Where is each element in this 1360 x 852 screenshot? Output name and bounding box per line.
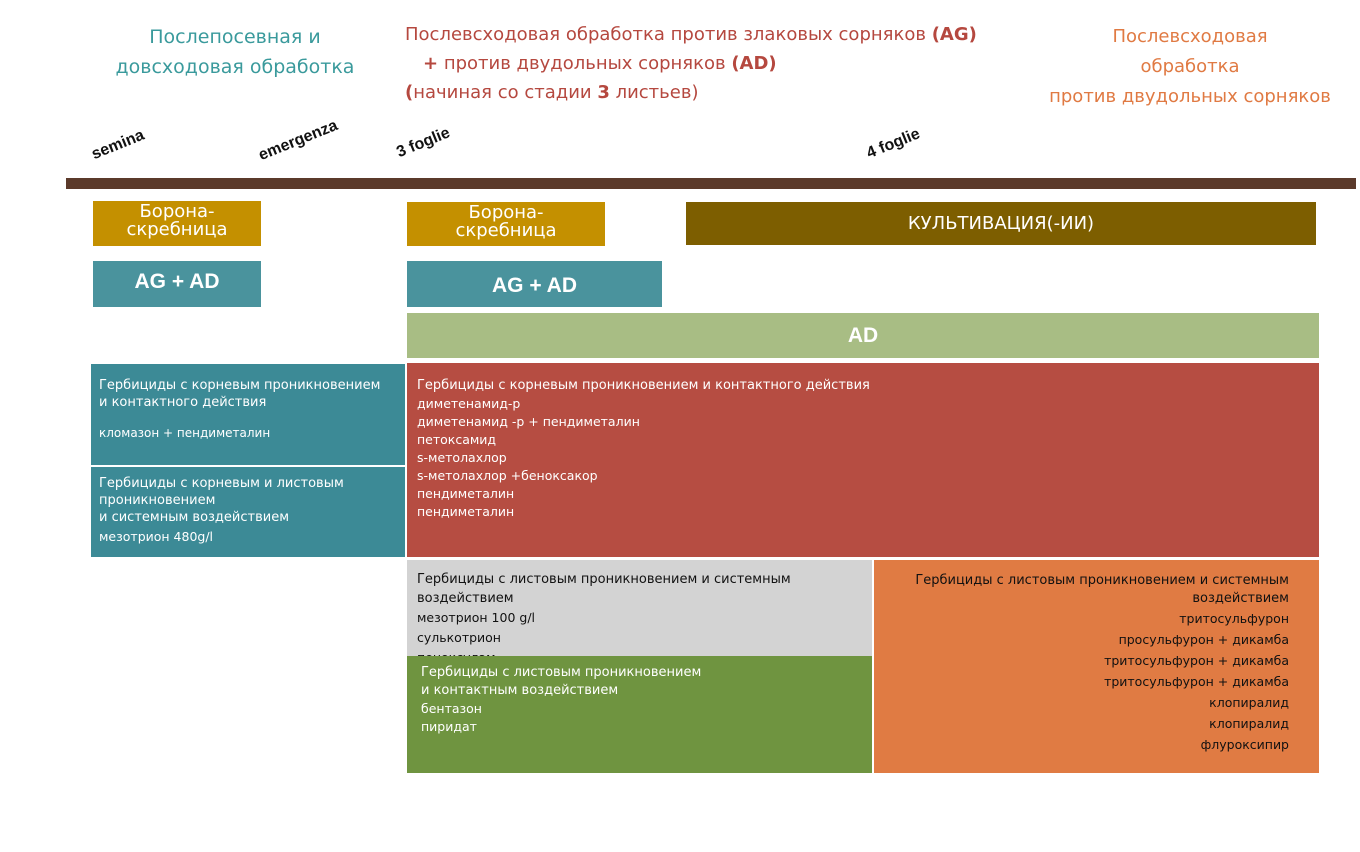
herbicide-item: клопиралид — [1209, 695, 1289, 710]
box-title: Гербициды с корневым проникновением и ко… — [417, 378, 870, 393]
box-title: проникновением — [99, 493, 216, 508]
header-mid-three: 3 — [597, 82, 610, 103]
header-mid-text: против двудольных сорняков — [438, 53, 732, 74]
harrow-block-pre: Борона- скребница — [93, 201, 261, 246]
herbicide-item: мезотрион 100 g/l — [417, 610, 535, 625]
herbicide-list: тритосульфурон просульфурон + дикамба тр… — [894, 608, 1289, 755]
header-post-emergence-ag-ad: Послевсходовая обработка против злаковых… — [405, 20, 1025, 107]
box-title: Гербициды с листовым проникновением и си… — [915, 573, 1289, 588]
header-right-line: Послевсходовая — [1112, 26, 1268, 47]
header-mid-ag: (AG) — [931, 24, 977, 45]
header-pre-emergence: Послепосевная и довсходовая обработка — [95, 22, 375, 82]
herbicide-list: диметенамид-p диметенамид -p + пендимета… — [417, 395, 1309, 521]
box-title: воздействием — [1192, 591, 1289, 606]
herbicide-item: бентазон — [421, 701, 482, 716]
herbicide-item: тритосульфурон + дикамба — [1104, 653, 1289, 668]
herbicide-box-leaf-systemic-late: Гербициды с листовым проникновением и си… — [874, 560, 1319, 773]
stage-label-3-foglie: 3 foglie — [394, 124, 453, 162]
ag-ad-block-pre: AG + AD — [93, 261, 261, 307]
stage-label-emergenza: emergenza — [256, 116, 341, 165]
header-right-line: обработка — [1140, 56, 1240, 77]
herbicide-box-leaf-systemic-mid: Гербициды с листовым проникновением и си… — [407, 560, 872, 665]
herbicide-list: бентазон пиридат — [421, 700, 858, 736]
herbicide-item: тритосульфурон + дикамба — [1104, 674, 1289, 689]
header-mid-ad: (AD) — [731, 53, 777, 74]
herbicide-box-leaf-contact: Гербициды с листовым проникновением и ко… — [407, 656, 872, 773]
herbicide-item: просульфурон + дикамба — [1118, 632, 1289, 647]
herbicide-item: клопиралид — [1209, 716, 1289, 731]
header-mid-paren: ( — [405, 82, 414, 103]
box-title: и контактным воздействием — [421, 683, 619, 698]
herbicide-list: мезотрион 480g/l — [99, 528, 397, 545]
box-title: и контактного действия — [99, 395, 267, 410]
herbicide-list: кломазон + пендиметалин — [99, 425, 397, 442]
herbicide-item: кломазон + пендиметалин — [99, 426, 271, 440]
herbicide-item: флуроксипир — [1200, 737, 1289, 752]
header-mid-text: листьев) — [609, 82, 699, 103]
header-mid-text: начиная со стадии — [413, 82, 598, 103]
herbicide-item: диметенамид -p + пендиметалин — [417, 414, 640, 429]
box-title: и системным воздействием — [99, 510, 290, 525]
herbicide-item: диметенамид-p — [417, 396, 521, 411]
cultivation-block: КУЛЬТИВАЦИЯ(-ИИ) — [686, 202, 1316, 245]
herbicide-box-root-contact-post: Гербициды с корневым проникновением и ко… — [407, 363, 1319, 557]
ad-block: AD — [407, 313, 1319, 358]
herbicide-item: сулькотрион — [417, 630, 501, 645]
herbicide-box-root-leaf-systemic: Гербициды с корневым и листовым проникно… — [91, 467, 405, 557]
box-title: Гербициды с корневым проникновением — [99, 378, 381, 393]
herbicide-item: тритосульфурон — [1179, 611, 1289, 626]
herbicide-item: мезотрион 480g/l — [99, 529, 214, 544]
header-mid-line-1: Послевсходовая обработка против злаковых… — [405, 20, 1025, 49]
header-left-line: довсходовая обработка — [115, 56, 355, 78]
harrow-block-post: Борона- скребница — [407, 202, 605, 246]
header-right-line: против двудольных сорняков — [1049, 86, 1331, 107]
herbicide-item: s-метолахлор — [417, 450, 507, 465]
harrow-label: скребница — [126, 219, 228, 240]
harrow-label: скребница — [455, 220, 557, 241]
box-title: Гербициды с корневым и листовым — [99, 476, 344, 491]
box-title: Гербициды с листовым проникновением и си… — [417, 572, 791, 606]
herbicide-item: пендиметалин — [417, 486, 515, 501]
header-mid-line-2: + против двудольных сорняков (AD) — [405, 49, 1025, 78]
herbicide-item: s-метолахлор +беноксакор — [417, 468, 598, 483]
stage-label-4-foglie: 4 foglie — [864, 125, 923, 163]
timeline-bar — [66, 178, 1356, 189]
herbicide-list: мезотрион 100 g/l сулькотрион пеноксулам — [417, 608, 862, 668]
herbicide-box-root-contact-pre: Гербициды с корневым проникновением и ко… — [91, 364, 405, 465]
herbicide-item: пиридат — [421, 719, 477, 734]
herbicide-item: петоксамид — [417, 432, 497, 447]
harrow-label: Борона- — [468, 202, 544, 223]
box-title: Гербициды с листовым проникновением — [421, 665, 702, 680]
stage-label-semina: semina — [89, 126, 147, 164]
harrow-label: Борона- — [139, 201, 215, 222]
header-mid-line-3: (начиная со стадии 3 листьев) — [405, 78, 1025, 107]
ag-ad-block-post: AG + AD — [407, 261, 662, 307]
header-mid-text: Послевсходовая обработка против злаковых… — [405, 24, 932, 45]
header-post-emergence-ad: Послевсходовая обработка против двудольн… — [1030, 22, 1350, 112]
header-left-line: Послепосевная и — [149, 26, 321, 48]
header-mid-plus: + — [423, 53, 439, 74]
herbicide-item: пендиметалин — [417, 504, 515, 519]
